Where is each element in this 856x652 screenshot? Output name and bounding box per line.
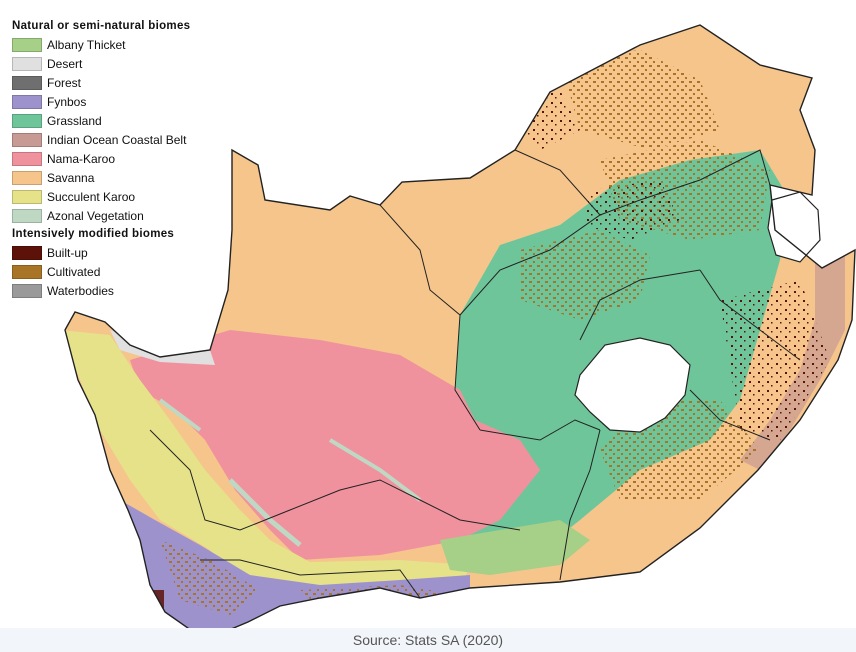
legend-label: Fynbos	[47, 94, 87, 109]
cultivated-region	[520, 230, 650, 320]
legend-label: Desert	[47, 56, 83, 71]
legend-swatch	[12, 132, 42, 147]
legend-swatch	[12, 264, 42, 279]
legend-swatch	[12, 283, 42, 298]
legend-item: Nama-Karoo	[12, 149, 232, 168]
province-boundary	[149, 429, 521, 531]
legend-item: Albany Thicket	[12, 35, 232, 54]
province-boundary	[379, 204, 481, 431]
azonal-vegetation-region	[228, 478, 302, 547]
legend-item: Indian Ocean Coastal Belt	[12, 130, 232, 149]
azonal-vegetation-region	[328, 438, 422, 502]
legend-swatch	[12, 170, 42, 185]
legend-item: Grassland	[12, 111, 232, 130]
map-panel: Natural or semi-natural biomes Albany Th…	[0, 0, 856, 628]
province-boundary	[639, 149, 771, 201]
legend-swatch	[12, 56, 42, 71]
succulent-karoo-region	[65, 330, 470, 600]
legend-label: Forest	[47, 75, 82, 90]
legend-label: Savanna	[47, 170, 95, 185]
azonal-vegetation-region	[158, 398, 202, 432]
albany-thicket-region	[440, 520, 590, 575]
legend-item: Fynbos	[12, 92, 232, 111]
legend-label: Waterbodies	[47, 283, 114, 298]
province-boundary	[689, 389, 771, 441]
built-up-region	[720, 280, 830, 440]
legend-item: Azonal Vegetation	[12, 206, 232, 225]
province-boundary	[459, 199, 641, 316]
province-boundary	[514, 149, 601, 216]
legend-label: Cultivated	[47, 264, 101, 279]
legend-swatch	[12, 245, 42, 260]
province-boundaries	[149, 149, 801, 599]
legend-swatch	[12, 94, 42, 109]
legend-swatch	[12, 75, 42, 90]
source-caption: Source: Stats SA (2020)	[352, 632, 504, 648]
legend-swatch	[12, 113, 42, 128]
legend-swatch	[12, 151, 42, 166]
legend-label: Nama-Karoo	[47, 151, 116, 166]
province-boundary	[479, 419, 601, 441]
biome-map	[64, 24, 856, 628]
cultivated-region	[560, 50, 720, 150]
coastal-belt-region	[740, 255, 845, 470]
province-boundary	[579, 269, 701, 341]
province-boundary	[699, 269, 801, 361]
legend-label: Grassland	[47, 113, 102, 128]
legend-label: Indian Ocean Coastal Belt	[47, 132, 187, 147]
legend-item: Savanna	[12, 168, 232, 187]
province-boundary	[559, 429, 601, 581]
legend-label: Azonal Vegetation	[47, 208, 144, 223]
legend-heading-modified: Intensively modified biomes	[12, 228, 175, 240]
legend-label: Albany Thicket	[47, 37, 126, 52]
legend-swatch	[12, 189, 42, 204]
legend-item: Built-up	[12, 243, 232, 262]
eswatini-enclave	[767, 191, 821, 263]
legend-item: Desert	[12, 54, 232, 73]
legend-heading-natural: Natural or semi-natural biomes	[12, 20, 191, 32]
legend-item: Forest	[12, 73, 232, 92]
legend-label: Succulent Karoo	[47, 189, 136, 204]
legend-item: Waterbodies	[12, 281, 232, 300]
map-legend: Natural or semi-natural biomes Albany Th…	[12, 17, 232, 300]
legend-item: Succulent Karoo	[12, 187, 232, 206]
cultivated-region	[160, 540, 260, 615]
province-boundary	[200, 559, 421, 599]
legend-label: Built-up	[47, 245, 88, 260]
legend-swatch	[12, 37, 42, 52]
legend-item: Cultivated	[12, 262, 232, 281]
lesotho-enclave	[574, 337, 691, 433]
legend-swatch	[12, 208, 42, 223]
